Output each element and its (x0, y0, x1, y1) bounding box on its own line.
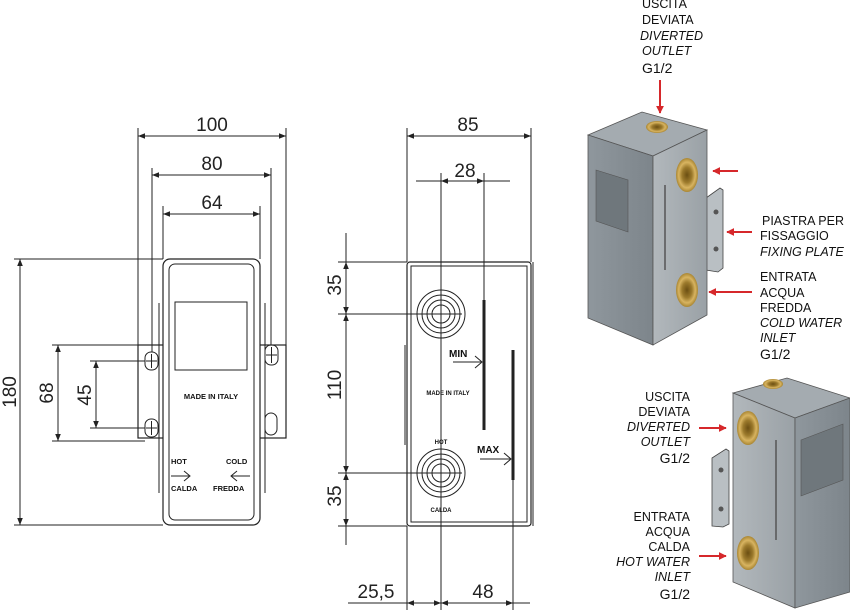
side-brass-port-lower (676, 273, 698, 307)
cold-mark: COLD (226, 457, 248, 466)
dim-64: 64 (201, 193, 223, 214)
label-g12: G1/2 (660, 586, 691, 602)
top-brass-port (763, 379, 783, 389)
label-hot-water: HOT WATER (616, 555, 690, 569)
hot-mark: HOT (171, 457, 187, 466)
dim-80: 80 (201, 154, 222, 175)
front-view: MADE IN ITALY HOT CALDA COLD FREDDA 100 … (0, 115, 287, 526)
side-brass-port-lower (737, 536, 759, 570)
dim-110: 110 (325, 370, 346, 400)
label-inlet: INLET (655, 570, 692, 584)
calda-mark: CALDA (171, 484, 198, 493)
side-body-inner (410, 265, 528, 523)
arrow-right-icon (480, 452, 512, 466)
label-uscita: USCITA (645, 390, 691, 404)
dim-35-top: 35 (325, 274, 346, 295)
made-in-italy-mark: MADE IN ITALY (184, 392, 238, 401)
made-in-italy-mark: MADE IN ITALY (426, 391, 469, 397)
dim-180: 180 (0, 376, 21, 408)
max-mark: MAX (477, 445, 500, 456)
plate-hole (713, 209, 719, 215)
arrow-left-icon (230, 470, 250, 482)
side-brass-port-upper (676, 158, 698, 192)
side-brass-port-upper (737, 411, 759, 445)
front-body-outline (162, 258, 261, 526)
front-body-inner (168, 263, 255, 521)
slot-hole (264, 412, 278, 436)
label-piastra: PIASTRA PER (762, 214, 844, 228)
dim-35-bottom: 35 (325, 485, 346, 506)
label-cold-water: COLD WATER (760, 316, 842, 330)
dim-45: 45 (75, 384, 96, 405)
label-deviata: DEVIATA (638, 405, 690, 419)
dim-100: 100 (196, 115, 228, 136)
arrow-right-icon (171, 470, 191, 482)
dim-28: 28 (454, 161, 475, 182)
iso-fixing-plate (705, 187, 724, 273)
iso-box-front-face (587, 134, 654, 346)
iso-fixing-plate (711, 448, 730, 528)
plate-hole (718, 467, 724, 473)
label-acqua: ACQUA (646, 525, 691, 539)
label-diverted: DIVERTED (640, 29, 703, 43)
label-inlet: INLET (760, 331, 797, 345)
iso-window (595, 169, 629, 233)
label-calda: CALDA (648, 540, 690, 554)
dim-85: 85 (457, 115, 478, 136)
label-outlet: OUTLET (641, 435, 692, 449)
plate-hole (713, 246, 719, 252)
plate-hole (718, 506, 724, 512)
label-g12: G1/2 (760, 346, 791, 362)
dim-48: 48 (472, 582, 493, 603)
arrow-right-icon (453, 355, 483, 369)
label-deviata: DEVIATA (642, 13, 694, 27)
label-g12: G1/2 (642, 60, 673, 76)
label-fixing-plate: FIXING PLATE (760, 245, 844, 259)
label-outlet: OUTLET (642, 44, 693, 58)
min-mark: MIN (449, 349, 467, 360)
label-uscita: USCITA (642, 0, 688, 11)
label-g12: G1/2 (660, 450, 691, 466)
iso-view-top: USCITA DEVIATA DIVERTED OUTLET G1/2 PIAS… (586, 0, 844, 362)
label-entrata: ENTRATA (634, 510, 691, 524)
top-brass-port (646, 121, 668, 133)
side-view: MIN MAX MADE IN ITALY HOT CALDA 85 28 35… (325, 115, 534, 610)
label-entrata: ENTRATA (760, 270, 817, 284)
iso-window (800, 423, 844, 497)
label-fredda: FREDDA (760, 301, 812, 315)
label-acqua: ACQUA (760, 286, 805, 300)
label-fissaggio: FISSAGGIO (760, 229, 829, 243)
dim-25-5: 25,5 (358, 582, 395, 603)
dim-68: 68 (37, 382, 58, 403)
iso-view-bottom: USCITA DEVIATA DIVERTED OUTLET G1/2 ENTR… (616, 377, 850, 609)
front-window (174, 301, 248, 371)
label-diverted: DIVERTED (627, 420, 690, 434)
fredda-mark: FREDDA (213, 484, 245, 493)
